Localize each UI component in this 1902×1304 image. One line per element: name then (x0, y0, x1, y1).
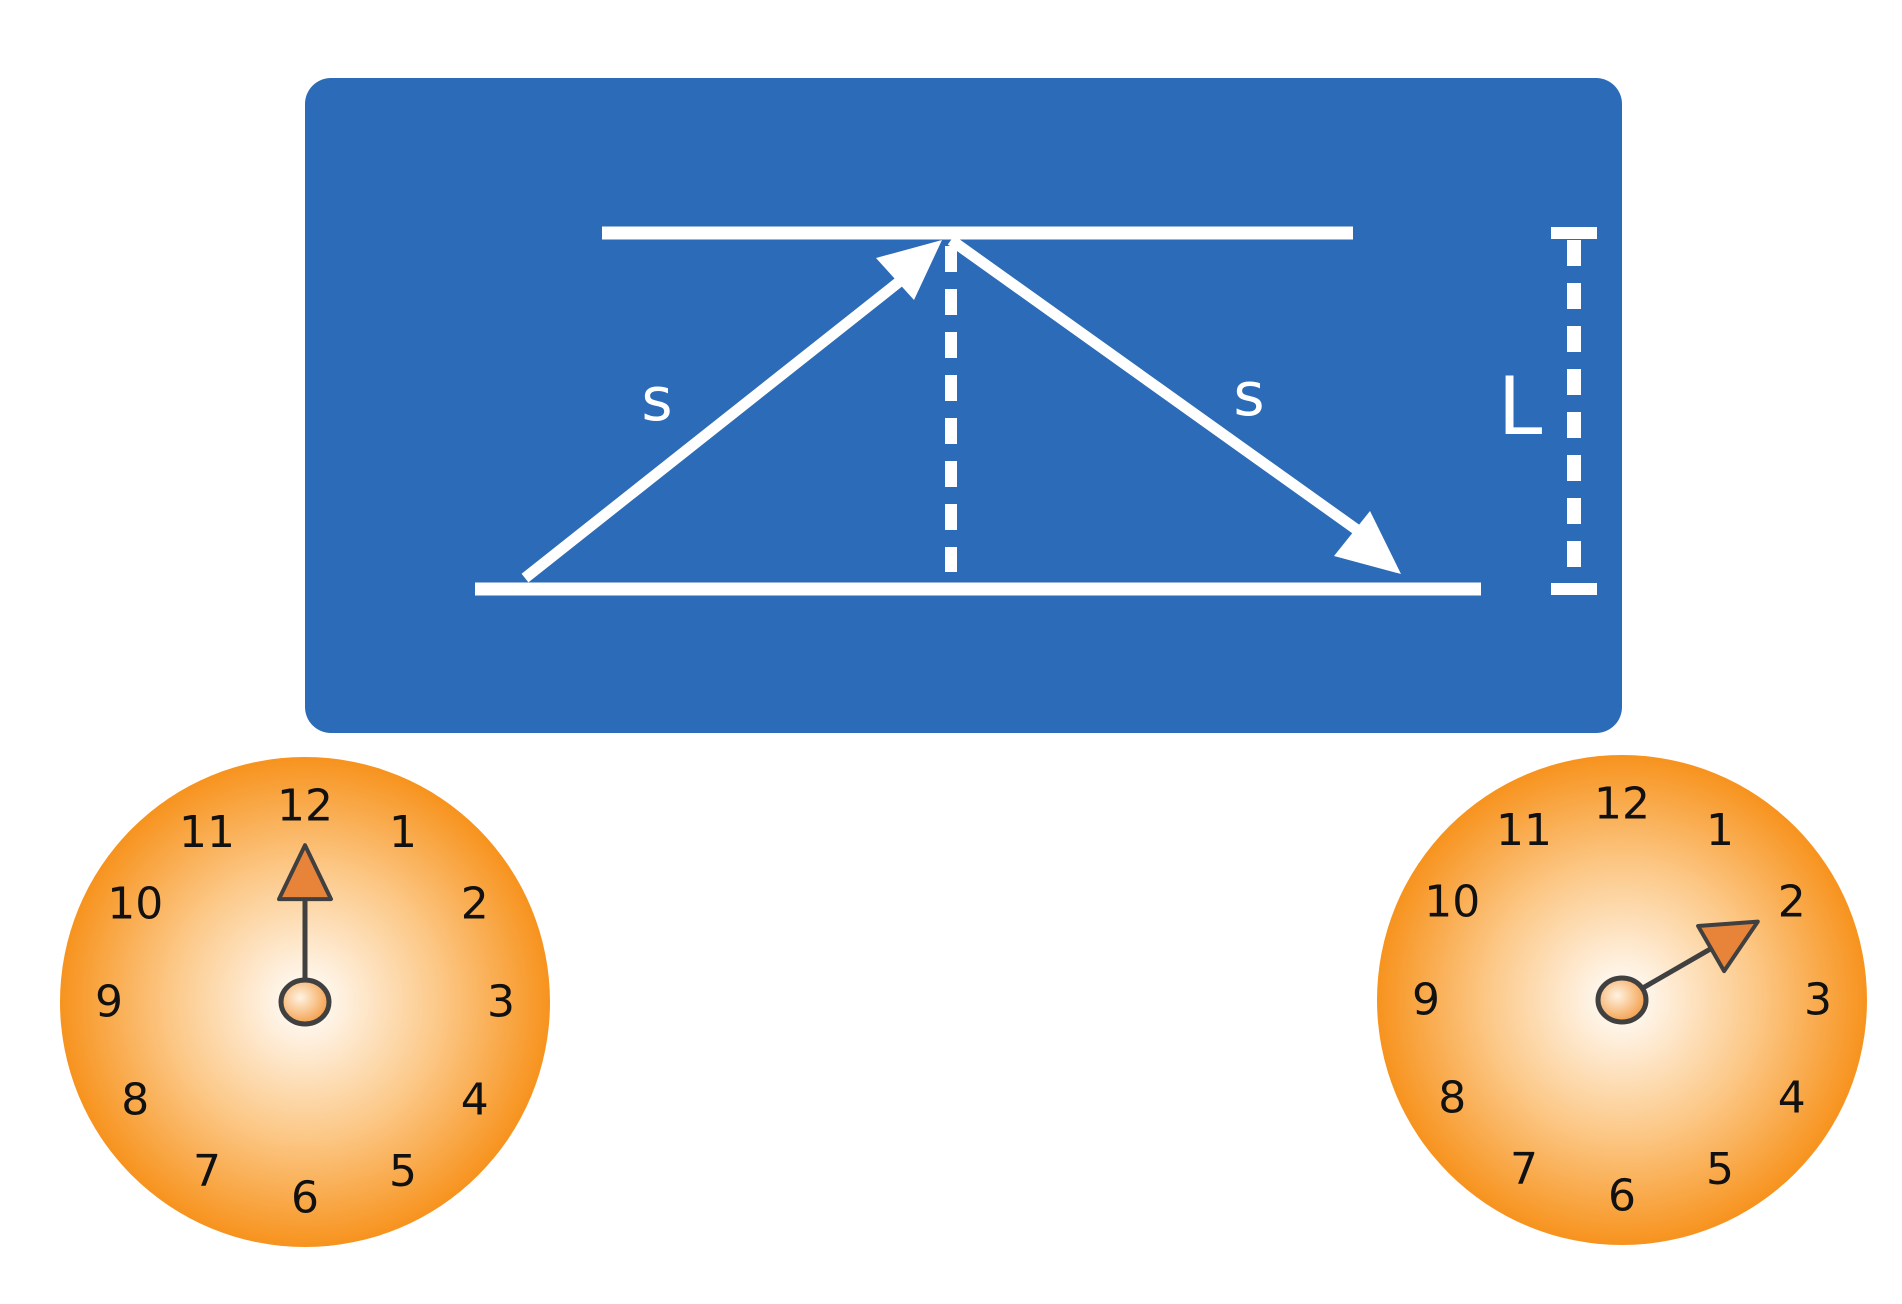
clock-number-5: 5 (1706, 1144, 1734, 1195)
clock-icon: 12 12 3 45 6 78 9 10 11 (60, 757, 550, 1247)
clock-number-11: 11 (179, 807, 235, 858)
arrow-down-right-icon (947, 235, 1401, 574)
clock-number-2: 2 (1778, 877, 1806, 928)
clock-number-4: 4 (461, 1075, 489, 1126)
clock-number-2: 2 (461, 879, 489, 930)
clock-number-3: 3 (1804, 975, 1832, 1026)
clock-number-12: 12 (277, 781, 333, 832)
clock-icon: 12 12 3 45 6 78 9 10 11 (1377, 755, 1867, 1245)
path-label-down: s (1233, 360, 1264, 430)
clock-number-12: 12 (1594, 779, 1650, 830)
light-clock-panel (305, 78, 1622, 733)
clock-number-9: 9 (95, 977, 123, 1028)
distance-indicator (1551, 227, 1597, 595)
clock-number-10: 10 (1424, 877, 1480, 928)
clock-number-11: 11 (1496, 805, 1552, 856)
clock-number-7: 7 (193, 1146, 221, 1197)
clock-number-4: 4 (1778, 1073, 1806, 1124)
clock-number-1: 1 (1706, 805, 1734, 856)
clock-hand-right (1595, 919, 1760, 1025)
clock-number-8: 8 (121, 1075, 149, 1126)
clock-number-3: 3 (487, 977, 515, 1028)
clock-number-10: 10 (107, 879, 163, 930)
clock-number-6: 6 (291, 1173, 319, 1224)
arrow-up-right-icon (521, 240, 942, 583)
path-label-up: s (641, 365, 672, 435)
clock-number-6: 6 (1608, 1171, 1636, 1222)
clock-hand-left (277, 843, 333, 1027)
distance-label: L (1498, 360, 1543, 453)
clock-number-8: 8 (1438, 1073, 1466, 1124)
clock-number-7: 7 (1510, 1144, 1538, 1195)
clock-number-5: 5 (389, 1146, 417, 1197)
clock-number-1: 1 (389, 807, 417, 858)
clock-number-9: 9 (1412, 975, 1440, 1026)
